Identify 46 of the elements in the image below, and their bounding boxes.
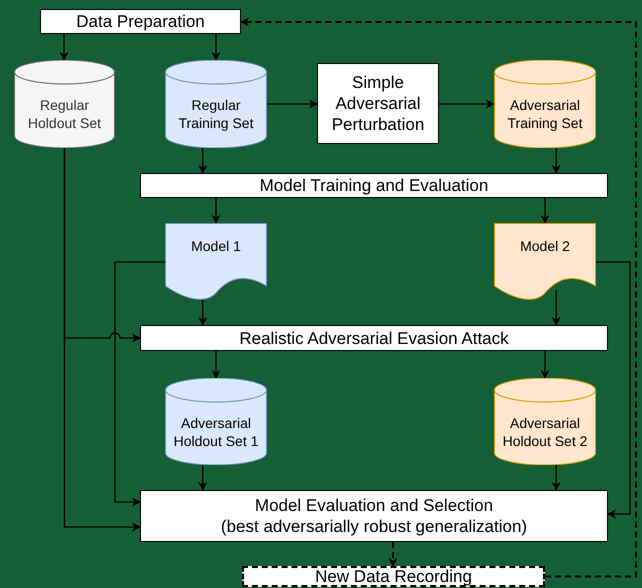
- document-shape: [494, 223, 596, 301]
- node-label: Model Evaluation and Selection: [254, 495, 494, 516]
- arrow: [596, 261, 631, 518]
- node-label: New Data Recording: [314, 566, 473, 587]
- database-cylinder: [14, 60, 115, 148]
- process-box: [40, 9, 241, 34]
- arrow: [240, 18, 637, 578]
- node-label: Adversarial Holdout Set 2: [502, 414, 588, 450]
- node-label: Model 2: [519, 237, 571, 255]
- arrow: [552, 290, 561, 326]
- node-label: Simple Adversarial Perturbation: [330, 72, 426, 135]
- database-cylinder: [494, 60, 596, 148]
- arrow: [198, 148, 208, 174]
- node-label: Model Training and Evaluation: [258, 175, 490, 196]
- document-shape: [165, 223, 267, 301]
- arrow: [540, 351, 550, 379]
- arrow: [114, 261, 165, 506]
- node-label: Regular Training Set: [178, 96, 254, 132]
- arrow: [540, 198, 550, 224]
- arrow: [60, 34, 68, 61]
- database-cylinder: [165, 60, 267, 148]
- arrow: [212, 34, 220, 61]
- node-label: Adversarial Training Set: [506, 96, 584, 132]
- arrow: [198, 465, 208, 491]
- node-label: (best adversarially robust generalization): [220, 516, 528, 537]
- process-box: [140, 490, 608, 542]
- node-label: Model 1: [190, 237, 242, 255]
- process-box: [242, 566, 545, 587]
- arrow: [64, 148, 141, 532]
- arrow: [212, 198, 220, 224]
- process-box: [140, 173, 608, 198]
- arrow: [388, 542, 398, 567]
- database-cylinder: [494, 378, 596, 465]
- arrow: [198, 300, 208, 326]
- arrow: [212, 351, 220, 379]
- database-cylinder: [165, 378, 267, 465]
- arrow: [439, 100, 495, 108]
- node-label: Realistic Adversarial Evasion Attack: [238, 328, 510, 348]
- node-label: Regular Holdout Set: [26, 96, 102, 132]
- process-box: [140, 325, 608, 351]
- arrow: [552, 148, 561, 174]
- process-box: [317, 63, 439, 144]
- arrow: [267, 100, 318, 108]
- node-label: Data Preparation: [75, 11, 206, 32]
- arrow: [552, 465, 561, 491]
- node-label: Adversarial Holdout Set 1: [172, 414, 260, 450]
